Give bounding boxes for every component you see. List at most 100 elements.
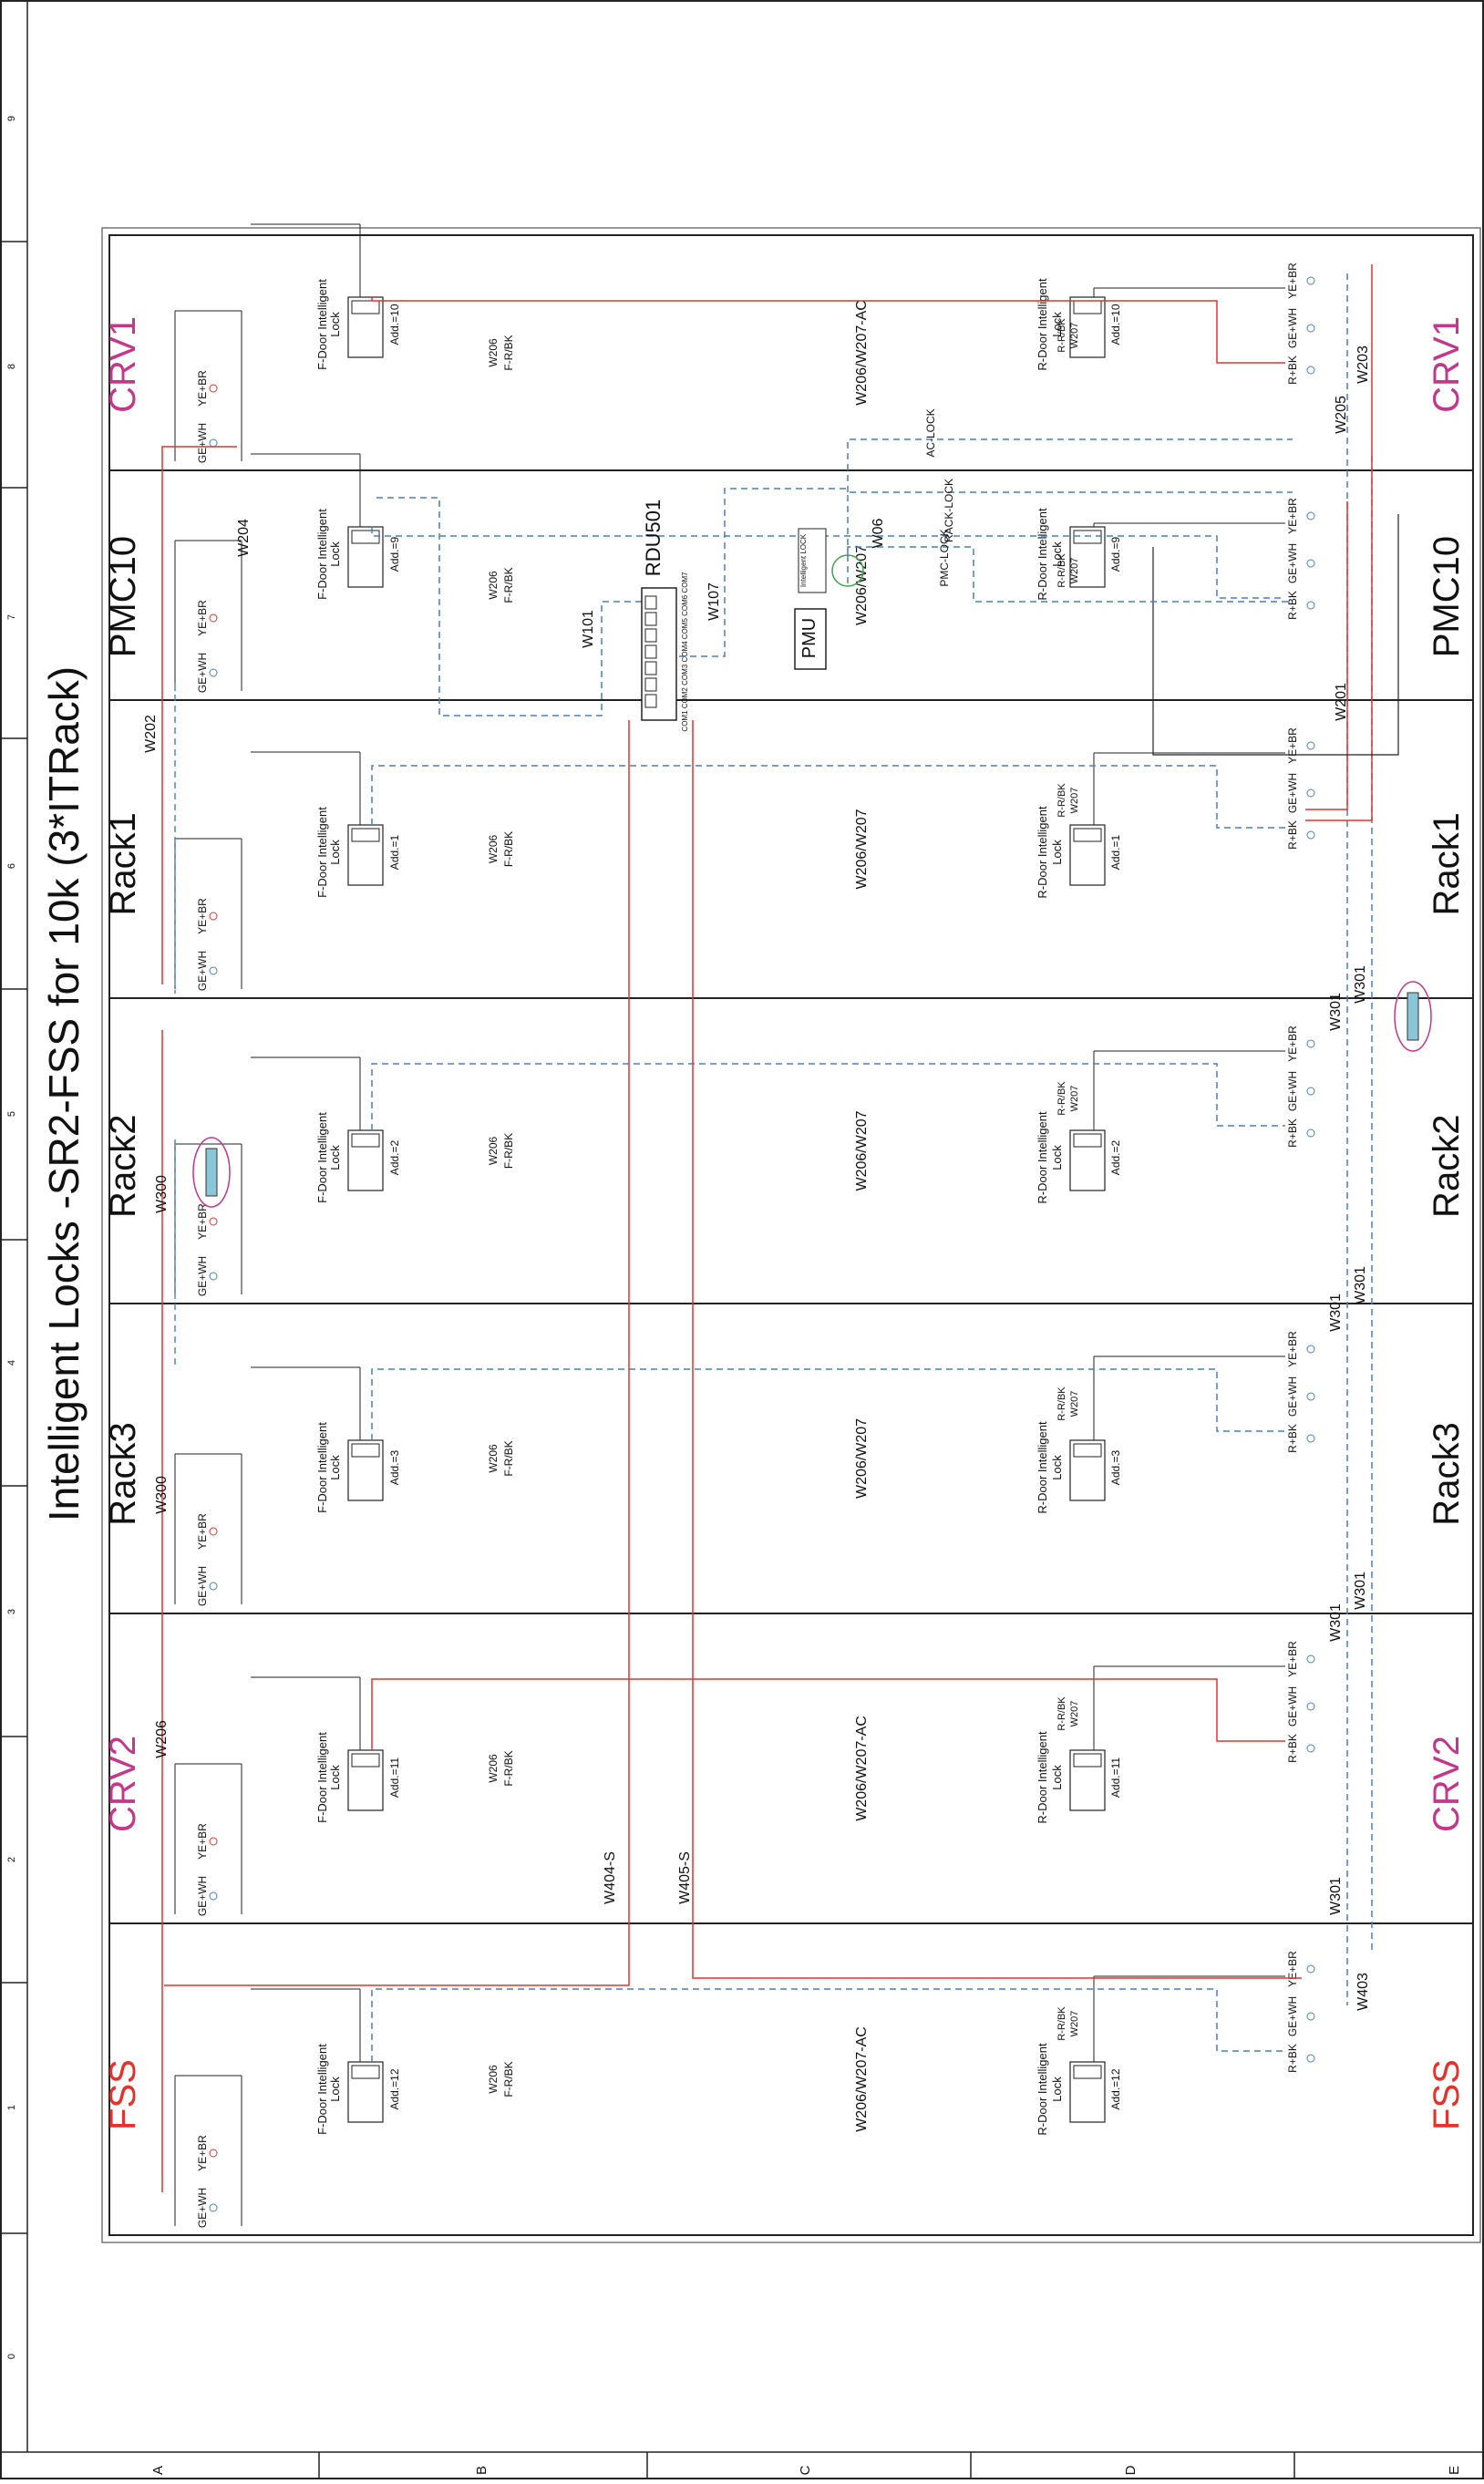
- rear-lock-label-2: Lock: [1050, 2077, 1064, 2102]
- rear-connector-pin: [1306, 830, 1315, 840]
- w405s-label: W405-S: [677, 1851, 693, 1904]
- rear-connector-pin: [1306, 1087, 1315, 1096]
- rear-connector-pin: [1306, 1129, 1315, 1138]
- front-lock-label-1: F-Door Intelligent: [315, 279, 329, 370]
- connector-ye-br: YE+BR: [196, 370, 209, 407]
- rdu-port: [644, 694, 657, 708]
- connector-ge-wh: GE+WH: [196, 1566, 209, 1606]
- front-lock-label-2: Lock: [328, 1145, 342, 1170]
- zone-label: 3: [6, 1609, 17, 1614]
- rear-lock-label-1: R-Door Intelligent: [1036, 2043, 1049, 2136]
- rear-w207: W207: [1069, 1701, 1080, 1727]
- front-lock-latch: [351, 2065, 380, 2079]
- f-r-bk-label: F-R/BK: [502, 1133, 515, 1169]
- cabinet-label: PMC10: [103, 536, 143, 657]
- pmc-lock-label: PMC-LOCK: [938, 529, 951, 586]
- w204-label: W204: [236, 519, 252, 557]
- rear-connector-pin: [1306, 1039, 1315, 1048]
- pmu-box: [794, 608, 827, 670]
- zone-label: 0: [6, 2354, 17, 2359]
- zone-label: 7: [6, 614, 17, 620]
- rear-w207: W207: [1069, 558, 1080, 584]
- diagram-frame-outer: [101, 227, 1481, 2243]
- lock-to-lock-wire: [371, 1988, 1285, 2062]
- rear-r-r-bk: R-R/BK: [1056, 2006, 1067, 2041]
- rdu-port: [644, 661, 657, 675]
- w206-label: W206: [487, 338, 500, 367]
- connector-ge-wh: GE+WH: [196, 951, 209, 991]
- rear-r-r-bk: R-R/BK: [1056, 783, 1067, 818]
- w206-label: W206: [487, 571, 500, 600]
- lock-to-lock-wire: [371, 527, 1285, 599]
- page-title: Intelligent Locks -SR2-FSS for 10k (3*IT…: [40, 666, 88, 1521]
- front-lock-address: Add.=1: [388, 834, 401, 870]
- connector-pin: [209, 1272, 218, 1281]
- front-lock-label-2: Lock: [328, 840, 342, 865]
- connector-pin: [209, 438, 218, 448]
- w205-label: W205: [1334, 396, 1349, 434]
- rear-connector-pin: [1306, 1964, 1315, 1974]
- rear-r-r-bk: R-R/BK: [1056, 1081, 1067, 1116]
- cabinet-label: Rack3: [103, 1422, 143, 1525]
- w206-w207-label: W206/W207: [854, 1418, 870, 1499]
- rear-lock-label-2: Lock: [1050, 1145, 1064, 1170]
- pmu-port-label: Intelligent LOCK: [799, 533, 808, 587]
- rear-connector-r-bk: R+BK: [1286, 356, 1299, 385]
- rear-w207: W207: [1069, 1086, 1080, 1112]
- lock-to-lock-wire: [371, 1368, 1285, 1440]
- connector-pin: [209, 384, 218, 393]
- rear-connector-ye-br: YE+BR: [1286, 498, 1299, 534]
- cabinet-label-right: PMC10: [1427, 536, 1467, 657]
- wiring-layer: W202W204W300W300W206W301W301W301W301W301…: [143, 264, 1399, 2192]
- w206-label: W206: [487, 2065, 500, 2094]
- connector-ye-br: YE+BR: [196, 1823, 209, 1860]
- cabinet-label-right: CRV1: [1427, 316, 1467, 413]
- rear-lock-label-2: Lock: [1050, 312, 1064, 337]
- rear-connector-pin: [1306, 741, 1315, 750]
- w301-label: W301: [1353, 1572, 1368, 1610]
- rear-lock-label-2: Lock: [1050, 840, 1064, 865]
- connector-ge-wh: GE+WH: [196, 2188, 209, 2228]
- w206-w207-label: W206/W207-AC: [854, 300, 870, 406]
- w405s-wire: [692, 720, 1302, 1979]
- cabinet-label: Rack1: [103, 812, 143, 915]
- rear-connector-pin: [1306, 1654, 1315, 1664]
- front-lock-label-1: F-Door Intelligent: [315, 1422, 329, 1513]
- rear-lock-label-1: R-Door Intelligent: [1036, 508, 1049, 601]
- w301-label: W301: [1328, 1877, 1344, 1915]
- w301-label: W301: [1328, 1603, 1344, 1642]
- rear-connector-pin: [1306, 324, 1315, 333]
- f-r-bk-label: F-R/BK: [502, 831, 515, 867]
- front-lock-label-1: F-Door Intelligent: [315, 509, 329, 600]
- front-lock-latch: [351, 828, 380, 842]
- rear-connector-ye-br: YE+BR: [1286, 263, 1299, 299]
- front-lock-label-2: Lock: [328, 1455, 342, 1480]
- connector-pin: [209, 613, 218, 623]
- front-lock-label-2: Lock: [328, 1765, 342, 1790]
- cabinet-label: Rack2: [103, 1115, 143, 1218]
- rear-connector-r-bk: R+BK: [1286, 820, 1299, 850]
- rear-connector-pin: [1306, 1702, 1315, 1711]
- pmu-label: PMU: [799, 618, 819, 658]
- connector-ge-wh: GE+WH: [196, 1256, 209, 1296]
- zone-label: 2: [6, 1857, 17, 1862]
- rear-lock-label-2: Lock: [1050, 1765, 1064, 1790]
- rear-lock-latch: [1073, 1133, 1102, 1148]
- rear-w207: W207: [1069, 2011, 1080, 2037]
- front-lock-latch: [351, 1753, 380, 1768]
- connector-ye-br: YE+BR: [196, 2135, 209, 2171]
- cabinet-label: CRV1: [103, 316, 143, 413]
- w300-label-a: W300: [154, 1175, 170, 1213]
- front-lock-address: Add.=2: [388, 1139, 401, 1175]
- w300-label-b: W300: [154, 1476, 170, 1514]
- pmu-port-box: [798, 528, 827, 593]
- left-trunk-red: [161, 446, 237, 2192]
- rdu-port: [644, 628, 657, 643]
- w206-label: W206: [487, 835, 500, 864]
- w301-label: W301: [1328, 993, 1344, 1031]
